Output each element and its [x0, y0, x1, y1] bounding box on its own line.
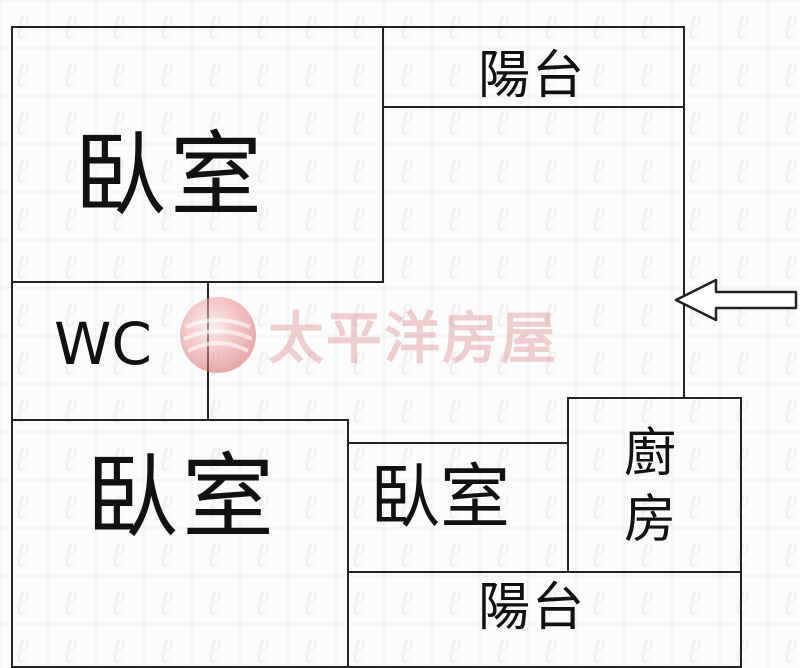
bedroom-top-label: 臥室 — [74, 122, 267, 229]
kitchen-label-line1: 廚 — [624, 424, 679, 484]
watermark-brand: 太平洋房屋 — [268, 306, 558, 372]
bedroom-mid-top-wall — [347, 442, 569, 444]
arrow-left-icon — [674, 278, 798, 322]
balcony-bottom-label: 陽台 — [478, 578, 587, 638]
bedroom-bottom-left-room — [11, 419, 349, 668]
balcony-top-label: 陽台 — [478, 46, 587, 106]
bedroom-bottom-left-label: 臥室 — [86, 444, 279, 551]
sphere-logo — [180, 297, 256, 373]
right-outer-wall — [683, 106, 685, 398]
wc-label: WC — [54, 310, 152, 378]
balcony-top-room — [382, 26, 685, 108]
bedroom-top-room — [11, 26, 384, 283]
kitchen-label-line2: 房 — [624, 490, 679, 550]
bedroom-bottom-mid-label: 臥室 — [370, 456, 510, 538]
left-outer-wall — [11, 281, 13, 421]
balcony-bottom-room — [347, 571, 742, 668]
